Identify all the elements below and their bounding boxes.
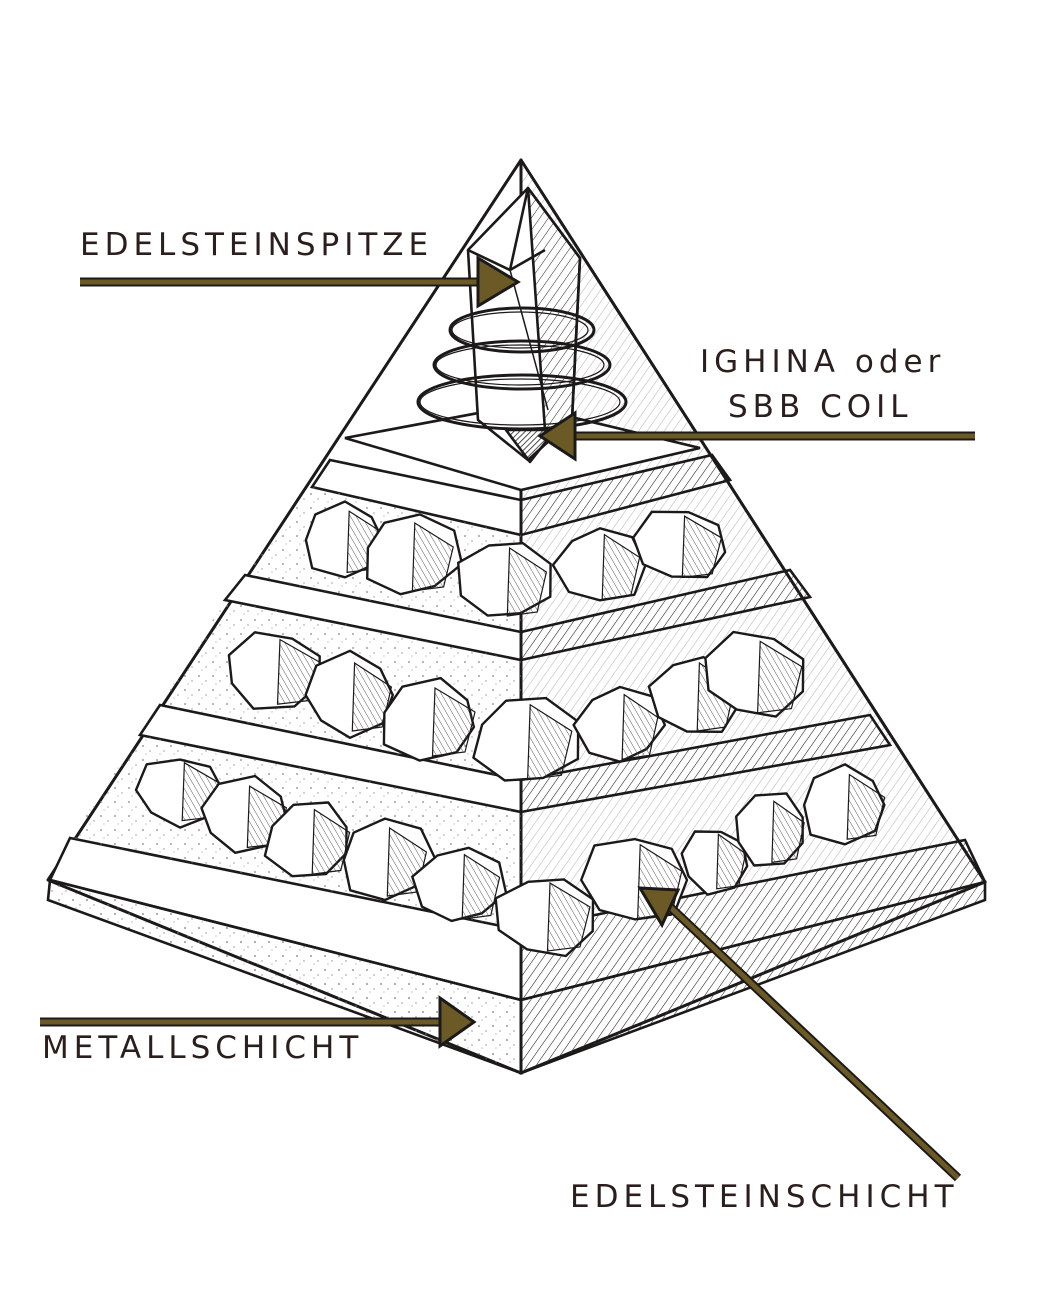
gemstone-shading (461, 853, 501, 920)
gemstone-shading (411, 521, 454, 592)
gemstone-shading (716, 833, 747, 890)
pointer-arrows (40, 255, 975, 1182)
gemstone-shading (771, 800, 805, 864)
label-gem-tip: EDELSTEINSPITZE (80, 227, 434, 263)
gemstone-layer (134, 500, 886, 958)
gemstone-shading (681, 515, 723, 579)
label-gemstone-layer: EDELSTEINSCHICHT (570, 1179, 959, 1215)
gemstone-shading (621, 693, 659, 760)
pyramid-layers (46, 403, 987, 1075)
label-coil-line-2: SBB COIL (728, 389, 913, 425)
gemstone-shading (431, 686, 476, 757)
label-coil-line-1: IGHINA oder (700, 344, 946, 380)
gemstone-shading (601, 533, 641, 600)
copper-coil-icon (416, 306, 628, 431)
gemstone-shading (506, 546, 548, 617)
gemstone-shading (311, 808, 351, 875)
gemstone-shading (756, 640, 803, 714)
gemstone-shading (846, 773, 886, 840)
gemstone-shading (351, 661, 393, 732)
gemstone-shading (546, 881, 591, 952)
gemstone-shading (526, 703, 573, 781)
label-metal-layer: METALLSCHICHT (42, 1030, 364, 1066)
